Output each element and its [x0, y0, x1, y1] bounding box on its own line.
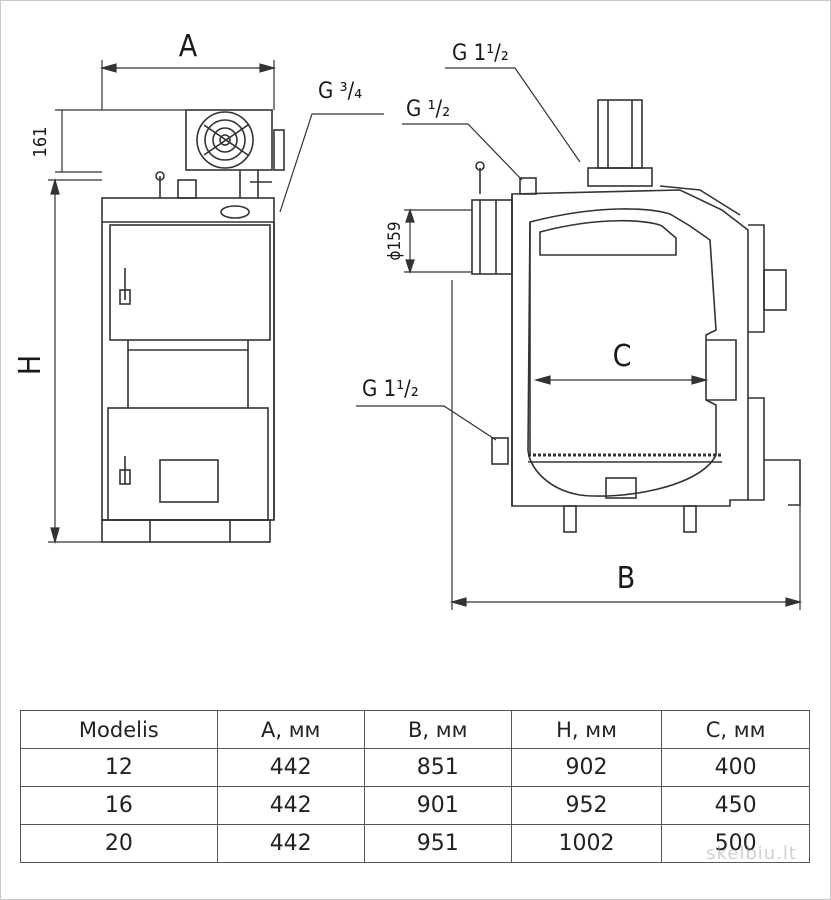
table-cell: 500	[661, 824, 810, 863]
watermark: skelbiu.lt	[706, 843, 797, 864]
table-row: 12 442 851 902 400	[20, 748, 810, 787]
header-h: H, мм	[510, 710, 663, 749]
table-cell: 400	[661, 748, 810, 787]
fitting-g34-label: G ³/₄	[318, 79, 362, 104]
table-cell: 442	[216, 824, 365, 863]
dimensions-table: Modelis A, мм B, мм H, мм C, мм 12 442 8…	[20, 710, 810, 863]
dimension-h-label: H	[13, 355, 48, 375]
header-b: B, мм	[363, 710, 512, 749]
table-cell: 450	[661, 786, 810, 825]
table-cell: 442	[216, 786, 365, 825]
table-cell: 16	[20, 786, 218, 825]
table-row: 20 442 951 1002 500	[20, 824, 810, 863]
header-c: C, мм	[661, 710, 810, 749]
dimension-a-label: A	[179, 29, 198, 64]
table-cell: 952	[510, 786, 663, 825]
table-cell: 1002	[510, 824, 663, 863]
fitting-g112-side-label: G 1¹/₂	[362, 377, 419, 402]
dimension-phi159-label: ϕ159	[385, 221, 405, 260]
table-cell: 851	[363, 748, 512, 787]
table-row: 16 442 901 952 450	[20, 786, 810, 825]
table-cell: 901	[363, 786, 512, 825]
dimension-b-label: B	[617, 561, 636, 596]
side-view	[471, 99, 801, 533]
header-modelis: Modelis	[20, 710, 218, 749]
table-cell: 902	[510, 748, 663, 787]
table-cell: 442	[216, 748, 365, 787]
fitting-g112-top-label: G 1¹/₂	[452, 41, 509, 66]
front-view	[101, 109, 285, 543]
table-cell: 20	[20, 824, 218, 863]
technical-drawing: A H B C 161 ϕ159 G ³/₄ G 1¹/₂ G ¹/₂ G 1¹…	[13, 29, 803, 610]
table-cell: 951	[363, 824, 512, 863]
table-header-row: Modelis A, мм B, мм H, мм C, мм	[20, 710, 810, 749]
fitting-g12-label: G ¹/₂	[406, 97, 450, 122]
dimension-161-label: 161	[30, 127, 51, 158]
header-a: A, мм	[216, 710, 365, 749]
dimension-c-label: C	[613, 339, 632, 374]
table-cell: 12	[20, 748, 218, 787]
